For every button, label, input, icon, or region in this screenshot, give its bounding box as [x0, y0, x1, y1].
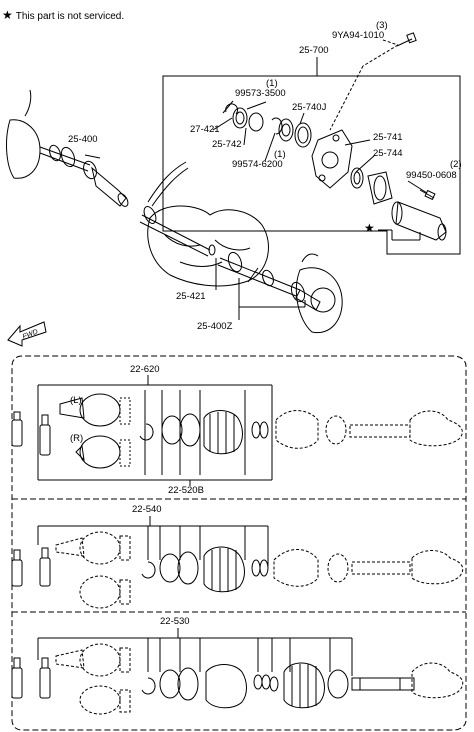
qty-label-9ya94: (3)	[376, 20, 388, 31]
callout-25-400z: 25-400Z	[197, 321, 233, 332]
callout-9ya94-1010: 9YA94-1010	[332, 30, 385, 41]
detail-frame-25-700	[162, 75, 461, 255]
not-serviced-note: ★This part is not serviced.	[2, 8, 124, 22]
fwd-arrow-icon: FWD	[6, 318, 48, 353]
callout-22-530: 22-530	[160, 616, 190, 627]
callout-22-620: 22-620	[130, 364, 160, 375]
callout-25-741: 25-741	[373, 132, 403, 143]
callout-25-700: 25-700	[299, 45, 329, 56]
callout-22-540: 22-540	[132, 504, 162, 515]
star-icon: ★	[2, 8, 13, 22]
left-side-label: (L)	[70, 395, 82, 406]
callout-25-740j: 25-740J	[292, 102, 327, 113]
qty-label-99573: (1)	[266, 78, 278, 89]
callout-25-421: 25-421	[176, 291, 206, 302]
qty-label-99450: (2)	[450, 159, 462, 170]
note-text: This part is not serviced.	[15, 11, 125, 22]
callout-99450-0608: 99450-0608	[406, 170, 457, 181]
callout-99574-6200: 99574-6200	[232, 159, 283, 170]
callout-22-520b: 22-520B	[168, 485, 204, 496]
callout-25-744: 25-744	[373, 148, 403, 159]
right-side-label: (R)	[70, 433, 84, 444]
callout-25-400: 25-400	[68, 134, 98, 145]
star-marker-icon: ★	[364, 221, 375, 235]
callout-27-421: 27-421	[190, 124, 220, 135]
callout-99573-3500: 99573-3500	[235, 88, 286, 99]
qty-label-99574: (1)	[274, 149, 286, 160]
callout-25-742: 25-742	[212, 139, 242, 150]
